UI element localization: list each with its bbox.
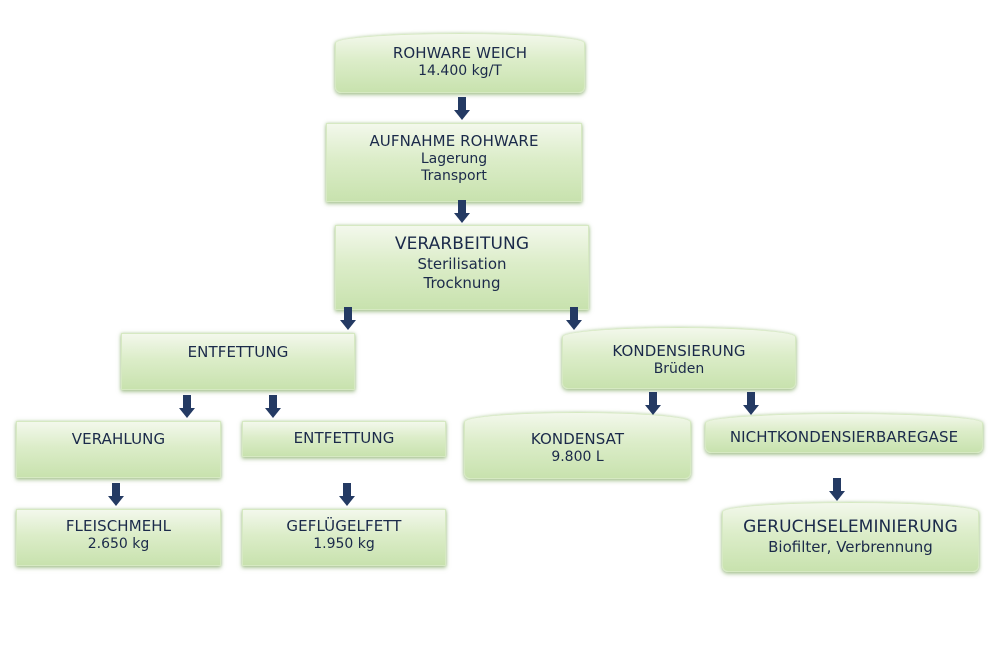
- arrow-down-icon: [645, 392, 661, 415]
- arrow-down-icon: [566, 307, 582, 330]
- node-verarbeitung: VERARBEITUNG Sterilisation Trocknung: [335, 225, 589, 310]
- arrow-kondensierung-to-nichtkondensierbar: [743, 392, 759, 416]
- node-title: GERUCHSELEMINIERUNG: [743, 517, 958, 537]
- node-detail: Sterilisation: [417, 255, 507, 274]
- node-detail: Lagerung: [420, 150, 488, 167]
- node-detail: 9.800 L: [551, 448, 604, 465]
- node-title: VERARBEITUNG: [394, 234, 530, 254]
- arrow-down-icon: [339, 483, 355, 506]
- node-verahlung: VERAHLUNG: [16, 421, 221, 478]
- node-gefluegelfett: GEFLÜGELFETT 1.950 kg: [242, 509, 446, 566]
- node-detail: Biofilter, Verbrennung: [768, 538, 933, 557]
- node-title: KONDENSAT: [530, 430, 625, 448]
- arrow-down-icon: [454, 200, 470, 223]
- arrow-aufnahme-to-verarbeitung: [454, 200, 470, 224]
- node-fleischmehl: FLEISCHMEHL 2.650 kg: [16, 509, 221, 566]
- node-title: GEFLÜGELFETT: [286, 517, 402, 535]
- arrow-down-icon: [108, 483, 124, 506]
- node-rohware-weich: ROHWARE WEICH 14.400 kg/T: [335, 33, 585, 93]
- arrow-down-icon: [454, 97, 470, 120]
- node-title: AUFNAHME ROHWARE: [369, 132, 539, 150]
- node-title: KONDENSIERUNG: [612, 342, 746, 360]
- arrow-verarbeitung-to-entfettung: [340, 307, 356, 331]
- node-kondensierung: KONDENSIERUNG Brüden: [562, 327, 796, 389]
- node-detail: 1.950 kg: [313, 535, 375, 552]
- node-nichtkondensierbaregase: NICHTKONDENSIERBAREGASE: [705, 413, 983, 453]
- arrow-kondensierung-to-kondensat: [645, 392, 661, 416]
- node-title: ENTFETTUNG: [293, 429, 395, 447]
- node-detail: Trocknung: [423, 274, 501, 292]
- node-title: NICHTKONDENSIERBAREGASE: [729, 428, 959, 446]
- arrow-verahlung-to-fleischmehl: [108, 483, 124, 507]
- node-detail: 2.650 kg: [87, 535, 150, 552]
- arrow-down-icon: [265, 395, 281, 418]
- node-detail: Transport: [421, 168, 487, 185]
- arrow-down-icon: [179, 395, 195, 418]
- arrow-rohware-to-aufnahme: [454, 97, 470, 121]
- node-entfettung-2: ENTFETTUNG: [242, 421, 446, 457]
- arrow-down-icon: [829, 478, 845, 501]
- arrow-entfettung2-to-gefluegelfett: [339, 483, 355, 507]
- node-title: FLEISCHMEHL: [65, 517, 172, 535]
- node-kondensat: KONDENSAT 9.800 L: [464, 412, 691, 479]
- arrow-nichtkondensierbar-to-geruch: [829, 478, 845, 502]
- node-aufnahme-rohware: AUFNAHME ROHWARE Lagerung Transport: [326, 123, 582, 202]
- arrow-down-icon: [743, 392, 759, 415]
- node-title: ENTFETTUNG: [187, 343, 289, 361]
- arrow-entfettung-to-entfettung-2: [265, 395, 281, 419]
- node-detail: 14.400 kg/T: [418, 62, 502, 79]
- node-title: VERAHLUNG: [71, 430, 166, 448]
- arrow-verarbeitung-to-kondensierung: [566, 307, 582, 331]
- arrow-entfettung-to-verahlung: [179, 395, 195, 419]
- arrow-down-icon: [340, 307, 356, 330]
- node-detail: Brüden: [653, 360, 705, 377]
- node-title: ROHWARE WEICH: [392, 44, 528, 62]
- node-geruchseleminierung: GERUCHSELEMINIERUNG Biofilter, Verbrennu…: [722, 502, 979, 572]
- node-entfettung: ENTFETTUNG: [121, 333, 355, 390]
